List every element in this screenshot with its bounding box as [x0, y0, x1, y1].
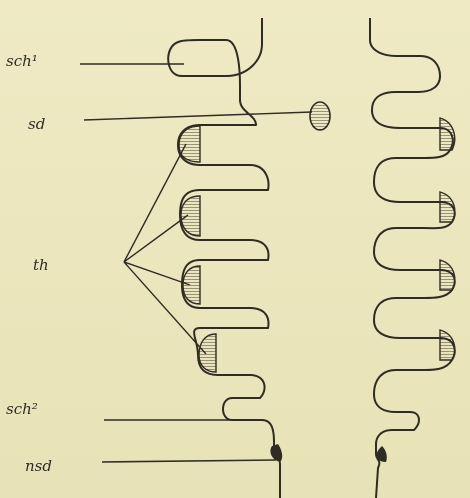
left-thyroid-pad-3 [183, 266, 200, 304]
leader-line-th-1 [124, 144, 186, 262]
right-thyroid-pad-4 [440, 330, 455, 360]
label-th: th [33, 258, 49, 273]
salivary-duct-oval [310, 102, 330, 130]
left-tube-outline [168, 18, 280, 498]
label-sd: sd [28, 117, 45, 132]
label-sch2: sch² [6, 402, 38, 417]
leader-line-nsd [102, 460, 276, 462]
right-thyroid-pad-1 [440, 118, 455, 150]
label-sch1: sch¹ [6, 54, 38, 69]
right-thyroid-pad-3 [440, 260, 455, 290]
left-thyroid-pad-4 [199, 334, 216, 372]
leader-line-th-2 [124, 215, 188, 262]
right-tube-outline [370, 18, 455, 498]
label-nsd: nsd [25, 459, 52, 474]
leader-line-sd [84, 112, 312, 120]
right-thyroid-pad-2 [440, 192, 455, 222]
